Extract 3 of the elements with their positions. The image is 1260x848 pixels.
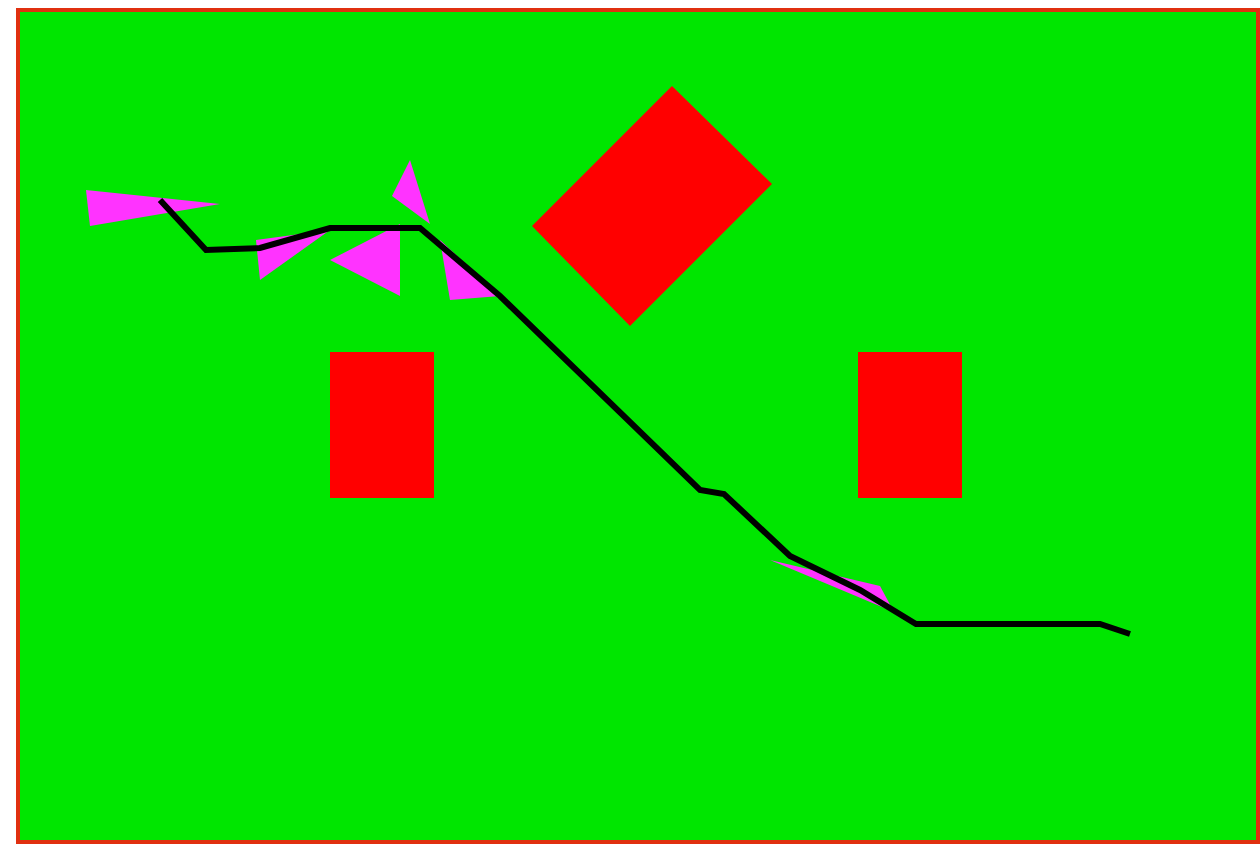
rectangle-shape [330,352,434,498]
rectangle-shape [858,352,962,498]
diamond-shape [532,86,772,326]
